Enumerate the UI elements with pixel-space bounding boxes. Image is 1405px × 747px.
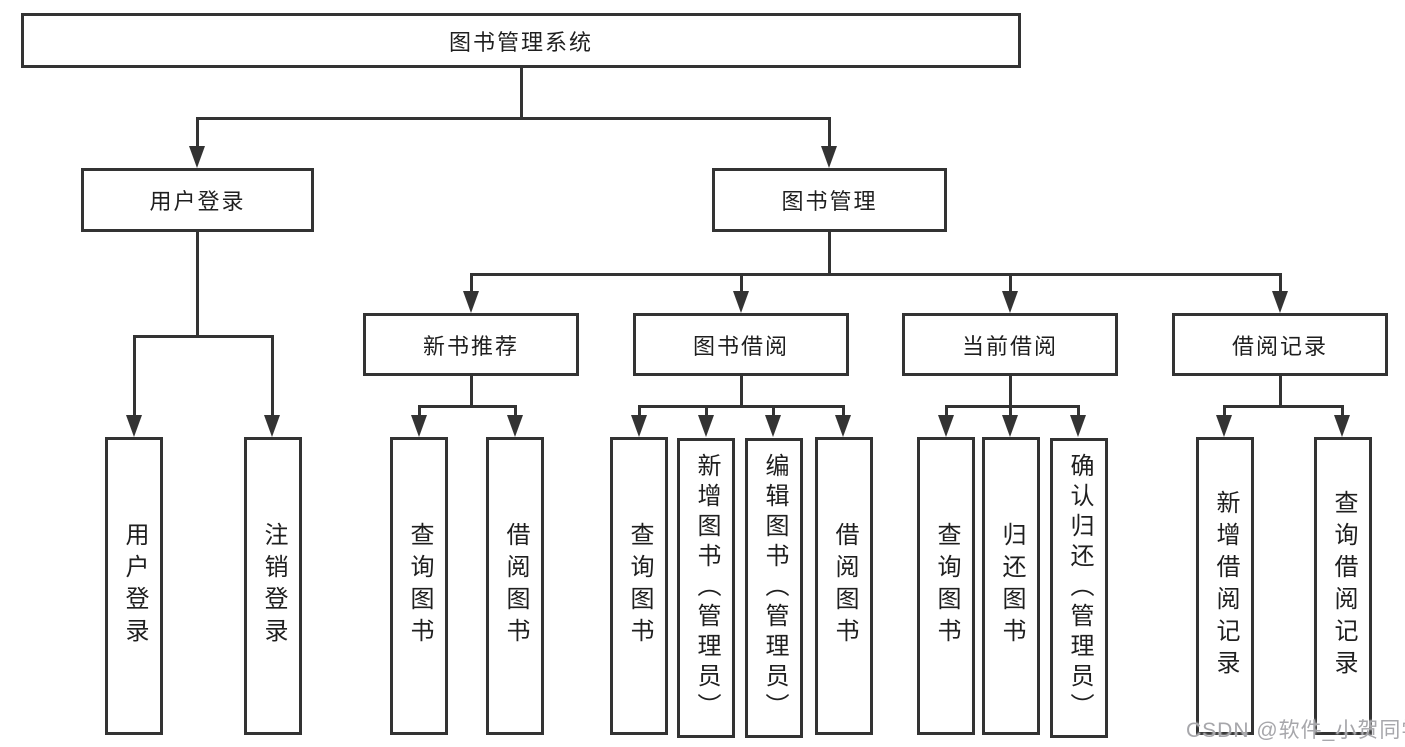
arrowhead-down [1002,291,1018,313]
leaf-return-books-label: 归还图书 [998,522,1025,650]
leaf-add-borrow-record: 新增借阅记录 [1196,437,1254,735]
arrowhead-down [1002,415,1018,437]
connector-line [945,405,948,420]
arrowhead-down [507,415,523,437]
arrowhead-down [733,291,749,313]
arrowhead-down [189,146,205,168]
leaf-query-books-borrowing: 查询图书 [610,437,668,735]
node-book-borrowing: 图书借阅 [633,313,849,376]
leaf-query-books-current-label: 查询图书 [933,522,960,650]
node-user-login: 用户登录 [81,168,314,232]
arrowhead-down [264,415,280,437]
connector-line [1009,405,1012,420]
leaf-query-books-recommend-label: 查询图书 [406,522,433,650]
connector-line [470,376,473,407]
connector-line [1279,375,1282,407]
leaf-query-borrow-record-label: 查询借阅记录 [1330,490,1357,682]
leaf-logout-label: 注销登录 [260,522,287,650]
connector-line [1341,405,1344,420]
leaf-edit-book-admin-label: 编辑图书（管理员） [761,453,788,723]
connector-line [418,405,421,420]
connector-line [740,376,743,407]
node-borrow-records: 借阅记录 [1172,313,1388,376]
connector-line [828,117,831,150]
leaf-user-login: 用户登录 [105,437,163,735]
node-user-login-label: 用户登录 [149,189,246,214]
connector-line [196,117,199,150]
leaf-confirm-return-admin: 确认归还（管理员） [1050,438,1108,738]
connector-line [271,335,274,420]
connector-line [1223,405,1226,420]
leaf-query-books-current: 查询图书 [917,437,975,735]
connector-line [740,273,743,295]
connector-line [1223,405,1344,408]
arrowhead-down [821,146,837,168]
arrowhead-down [765,415,781,437]
leaf-borrow-books-recommend-label: 借阅图书 [502,522,529,650]
connector-line [842,405,845,420]
leaf-borrow-books-borrowing: 借阅图书 [815,437,873,735]
arrowhead-down [1334,415,1350,437]
arrowhead-down [463,291,479,313]
arrowhead-down [1216,415,1232,437]
leaf-borrow-books-recommend: 借阅图书 [486,437,544,735]
arrowhead-down [835,415,851,437]
node-root-label: 图书管理系统 [448,29,593,55]
node-book-management: 图书管理 [712,168,947,232]
connector-line [520,68,523,119]
node-current-borrowing-label: 当前借阅 [961,333,1058,359]
node-current-borrowing: 当前借阅 [902,313,1118,376]
arrowhead-down [938,415,954,437]
leaf-add-book-admin-label: 新增图书（管理员） [693,453,720,723]
connector-line [418,405,516,408]
leaf-query-borrow-record: 查询借阅记录 [1314,437,1372,735]
node-new-book-recommend: 新书推荐 [363,313,579,376]
leaf-edit-book-admin: 编辑图书（管理员） [745,438,803,738]
connector-line [133,335,136,420]
connector-line [828,232,831,275]
arrowhead-down [126,415,142,437]
connector-line [1279,273,1282,295]
node-new-book-recommend-label: 新书推荐 [422,333,519,359]
arrowhead-down [698,415,714,437]
connector-line [133,335,274,338]
leaf-user-login-label: 用户登录 [121,522,148,650]
arrowhead-down [1070,415,1086,437]
connector-line [470,273,1281,276]
leaf-return-books: 归还图书 [982,437,1040,735]
connector-line [1077,405,1080,420]
arrowhead-down [631,415,647,437]
connector-line [705,405,708,420]
connector-line [196,117,830,120]
connector-line [772,405,775,420]
leaf-borrow-books-borrowing-label: 借阅图书 [831,522,858,650]
connector-line [470,273,473,295]
node-book-management-label: 图书管理 [781,189,878,214]
arrowhead-down [411,415,427,437]
connector-line [1009,376,1012,407]
node-book-borrowing-label: 图书借阅 [692,333,789,359]
connector-line [945,405,1080,408]
csdn-watermark: CSDN @软件_小贺同学 [1186,719,1405,742]
connector-line [196,232,199,337]
leaf-add-book-admin: 新增图书（管理员） [677,438,735,738]
leaf-add-borrow-record-label: 新增借阅记录 [1212,490,1239,682]
leaf-query-books-borrowing-label: 查询图书 [626,522,653,650]
connector-line [638,405,641,420]
leaf-query-books-recommend: 查询图书 [390,437,448,735]
arrowhead-down [1272,291,1288,313]
node-borrow-records-label: 借阅记录 [1231,333,1328,359]
leaf-confirm-return-admin-label: 确认归还（管理员） [1066,453,1093,723]
connector-line [638,405,845,408]
node-root: 图书管理系统 [21,13,1021,68]
connector-line [1009,273,1012,295]
connector-line [514,405,517,420]
leaf-logout: 注销登录 [244,437,302,735]
